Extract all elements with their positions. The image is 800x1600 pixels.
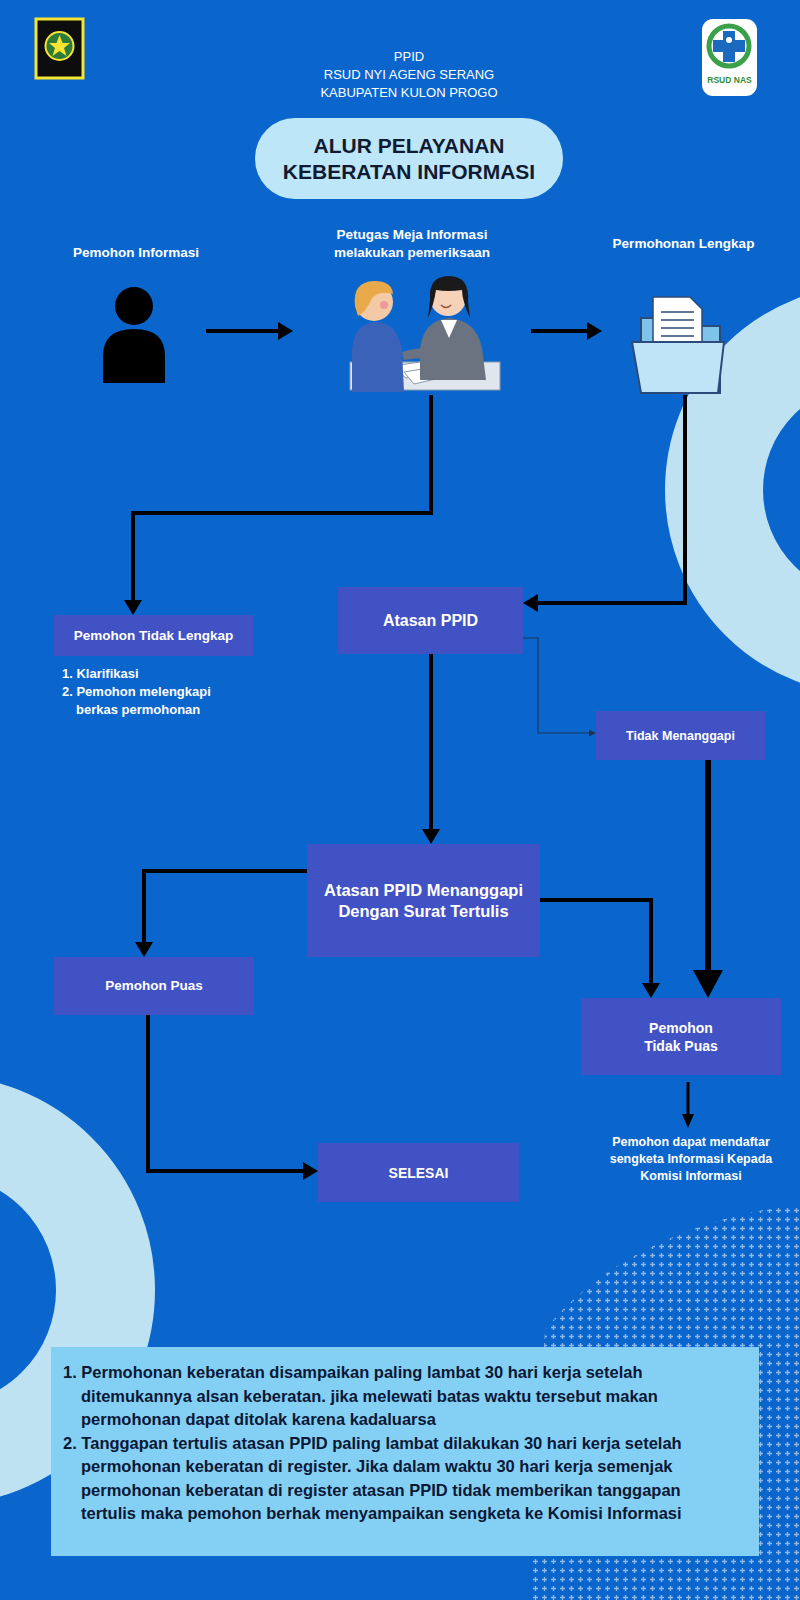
arrow-head	[422, 829, 440, 844]
arrow-head	[124, 600, 142, 615]
arrow-head	[589, 730, 596, 737]
officer-arm	[402, 348, 430, 360]
officer-body	[420, 318, 486, 380]
arrow-line	[429, 654, 433, 832]
header-text: RSUD NYI AGENG SERANG	[309, 66, 509, 84]
deco-ring	[714, 334, 800, 646]
officer-hair	[428, 276, 470, 318]
box-label: Pemohon Tidak Puas	[634, 1019, 729, 1055]
flow-arrow	[531, 322, 602, 340]
box-label: Atasan PPID	[341, 610, 521, 631]
title-text: ALUR PELAYANAN KEBERATAN INFORMASI	[264, 133, 554, 185]
flow-arrow	[135, 871, 307, 957]
flow-arrow	[540, 900, 660, 998]
box-label: SELESAI	[324, 1164, 514, 1182]
emblem-star	[49, 35, 70, 56]
arrow-line	[133, 395, 431, 603]
process-box: Atasan PPID	[338, 587, 523, 654]
officer-smile	[441, 305, 451, 308]
note-item: 1. Permohonan keberatan disampaikan pali…	[63, 1361, 729, 1432]
arrow-head	[135, 942, 153, 957]
process-box: Atasan PPID Menanggapi Dengan Surat Tert…	[307, 844, 540, 957]
arrow-line	[705, 760, 711, 976]
arrow-line	[535, 395, 685, 603]
arrow-line	[148, 1015, 306, 1171]
arrow-line	[206, 329, 281, 333]
officer-cheek	[380, 301, 388, 309]
arrow-line	[523, 638, 590, 733]
step-list: 1. Klarifikasi2. Pemohon melengkapi berk…	[62, 665, 234, 719]
hospital-logo	[702, 19, 757, 96]
folder-front	[632, 342, 724, 393]
flow-arrow	[124, 395, 431, 615]
flow-arrow	[523, 395, 685, 612]
box-label: Pemohon Puas	[59, 977, 249, 995]
logo-ring	[709, 26, 749, 66]
arrow-head	[523, 594, 538, 612]
header-text: PPID	[309, 48, 509, 66]
title-pill: ALUR PELAYANAN KEBERATAN INFORMASI	[255, 118, 563, 199]
logo-figure	[726, 37, 732, 43]
arrow-head	[693, 970, 723, 998]
node-heading: Permohonan Lengkap	[602, 235, 765, 253]
officer-hair	[355, 281, 393, 316]
end-box: SELESAI	[318, 1143, 519, 1202]
emblem-circle	[46, 32, 74, 60]
note-text: Pemohon dapat mendaftar sengketa Informa…	[596, 1134, 786, 1185]
node-heading: Pemohon Informasi	[66, 244, 206, 262]
arrow-head	[587, 322, 602, 340]
box-label: Atasan PPID Menanggapi Dengan Surat Tert…	[311, 880, 536, 922]
arrow-line	[144, 871, 307, 945]
flow-arrow	[422, 654, 440, 844]
arrow-head	[303, 1162, 318, 1180]
officer-body	[352, 322, 404, 392]
person-icon	[103, 329, 165, 383]
document-lines	[661, 312, 694, 344]
actor-node: Pemohon Informasi	[66, 238, 206, 390]
box-label: Pemohon Tidak Lengkap	[59, 627, 249, 645]
header-text: KABUPATEN KULON PROGO	[309, 84, 509, 102]
box-label: Tidak Menanggapi	[601, 728, 761, 744]
logo-text: RSUD NAS	[702, 75, 757, 86]
flow-arrow	[148, 1015, 318, 1180]
emblem-logo	[36, 19, 83, 78]
process-box: Pemohon Tidak Puas	[581, 998, 781, 1075]
list-item: 2. Pemohon melengkapi berkas permohonan	[62, 683, 234, 719]
process-box: Pemohon Tidak Lengkap1. Klarifikasi2. Pe…	[54, 615, 253, 656]
flow-arrow	[523, 638, 596, 737]
officer-shirt	[441, 320, 457, 338]
list-item: 1. Klarifikasi	[62, 665, 234, 683]
node-heading: Petugas Meja Informasi melakukan pemerik…	[323, 226, 501, 262]
process-box: Tidak Menanggapi	[596, 711, 765, 760]
arrow-head	[278, 322, 293, 340]
document-node: Permohonan Lengkap	[602, 233, 765, 395]
process-box: Pemohon Puas	[54, 957, 254, 1015]
leader-arrow-head	[682, 1114, 694, 1128]
flow-arrow	[693, 760, 723, 998]
actor-node: Petugas Meja Informasi melakukan pemerik…	[293, 224, 531, 395]
leader-arrow	[687, 1082, 690, 1116]
arrow-line	[540, 900, 651, 986]
arrow-line	[531, 329, 590, 333]
flow-arrow	[206, 322, 293, 340]
person-icon	[115, 287, 153, 325]
note-item: 2. Tanggapan tertulis atasan PPID paling…	[63, 1432, 729, 1526]
arrow-head	[642, 983, 660, 998]
note-box: 1. Permohonan keberatan disampaikan pali…	[51, 1347, 759, 1556]
